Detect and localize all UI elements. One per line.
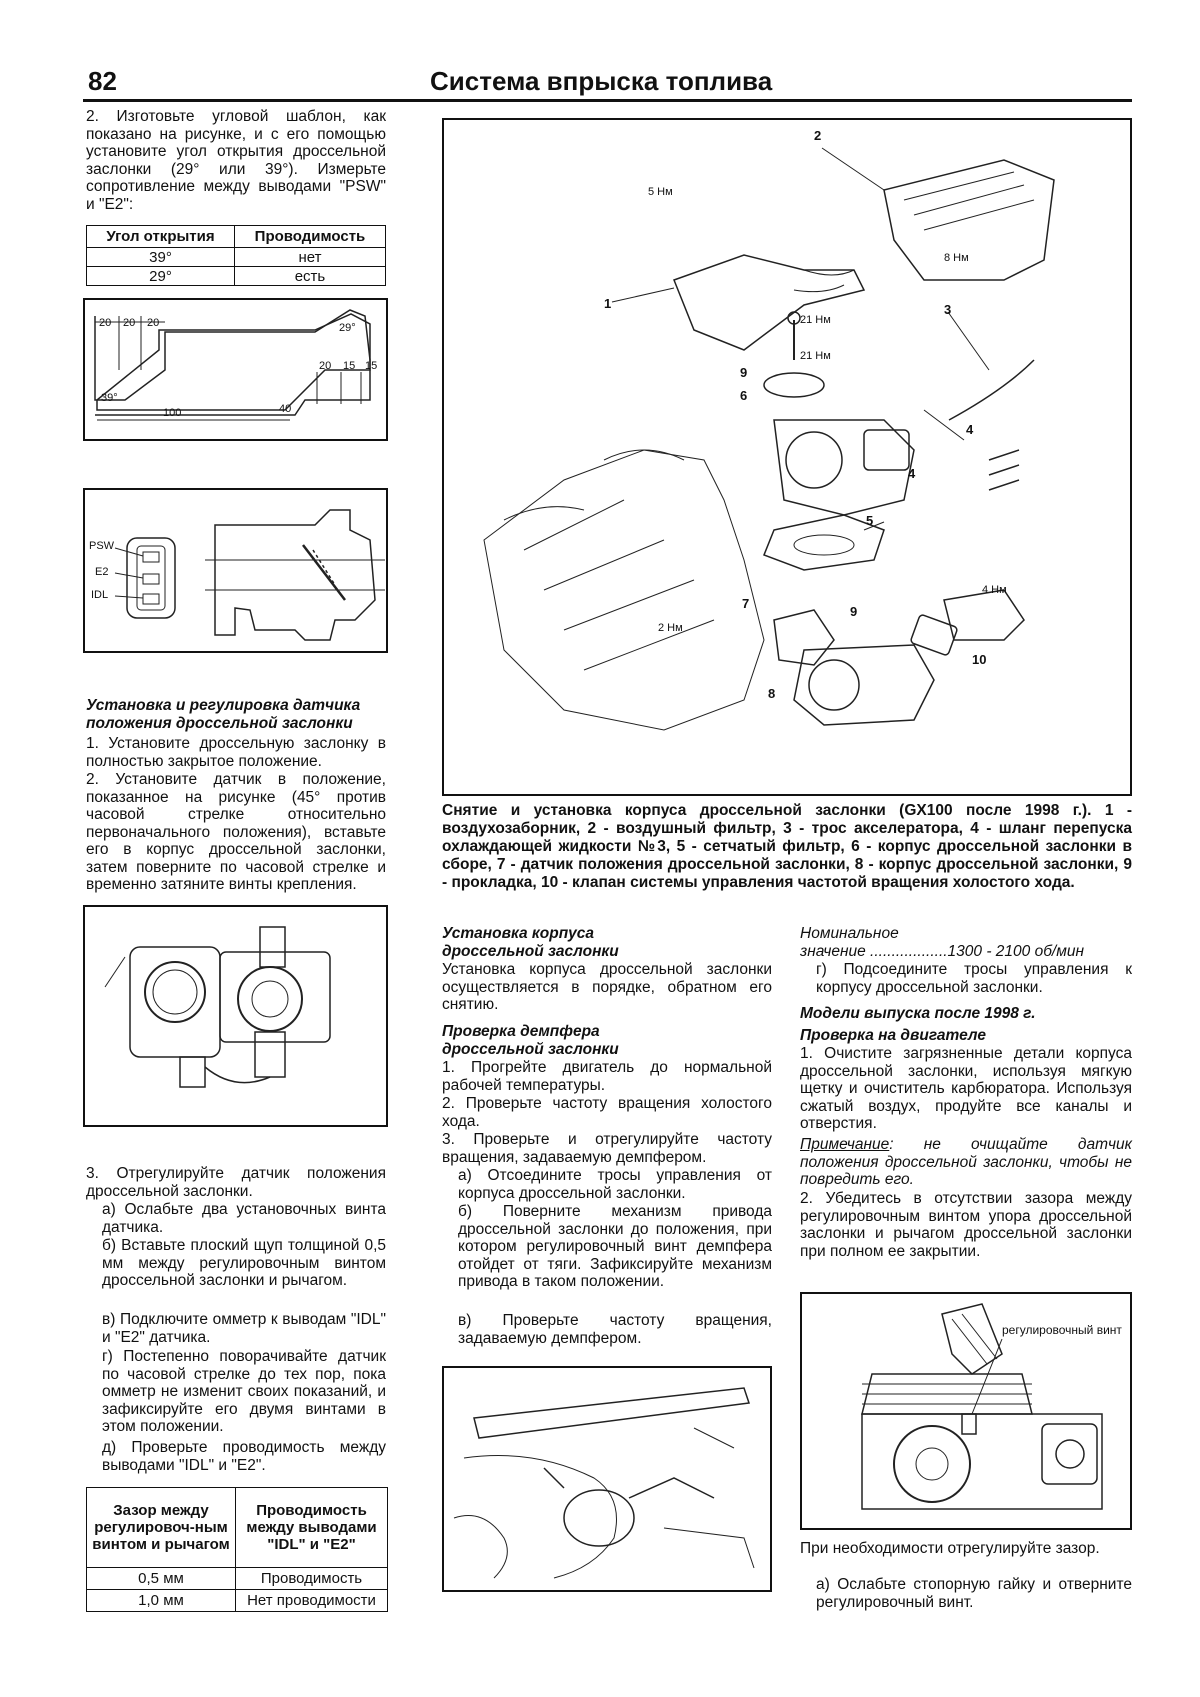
connector-label-psw: PSW (89, 540, 115, 552)
table1-cell: есть (233, 266, 387, 286)
table2-cell: 1,0 мм (86, 1589, 236, 1612)
part-label-9b: 9 (850, 604, 858, 619)
step2-text: 2. Изготовьте угловой шаблон, как показа… (86, 108, 386, 213)
nominal-value: значение ..................1300 - 2100 о… (800, 943, 1085, 960)
page-number: 82 (88, 66, 117, 96)
step3-item-c: в) Подключите омметр к выводам "IDL" и "… (102, 1311, 386, 1346)
gap-conductivity-table: Зазор между регулировоч-ным винтом и рыч… (86, 1487, 388, 1612)
table2-cell: Проводимость (235, 1567, 388, 1590)
engine-note: Примечание: не очищайте датчик положения… (800, 1136, 1132, 1189)
heading-install-body: Установка корпуса дроссельной заслонки (442, 925, 619, 960)
adjusting-screw-label: регулировочный винт (1002, 1323, 1122, 1337)
torque-label: 5 Нм (648, 186, 673, 198)
page-title: Система впрыска топлива (430, 66, 773, 96)
damper-step-1: 1. Прогрейте двигатель до нормальной раб… (442, 1059, 772, 1094)
engine-step-2: 2. Убедитесь в отсутствии зазора между р… (800, 1190, 1132, 1260)
section-heading-sensor: Установка и регулировка датчика положени… (86, 697, 361, 732)
note-label: Примечание (800, 1136, 890, 1153)
part-label-4a: 4 (966, 422, 974, 437)
step3-text: 3. Отрегулируйте датчик положения дроссе… (86, 1165, 386, 1200)
angle-template-figure: 20 20 20 29° 20 15 15 39° 100 40 (83, 298, 388, 441)
table1-cell: 29° (86, 266, 235, 286)
part-label-6: 6 (740, 388, 748, 403)
install-step-1: 1. Установите дроссельную заслонку в пол… (86, 735, 386, 770)
heading-models-1998: Модели выпуска после 1998 г. (800, 1005, 1036, 1022)
part-label-4b: 4 (908, 466, 916, 481)
install-body-text: Установка корпуса дроссельной заслонки о… (442, 961, 772, 1013)
damper-figure (442, 1366, 772, 1592)
part-label-2: 2 (814, 128, 822, 143)
dim-label: 20 (319, 360, 332, 372)
table2-header-gap: Зазор между регулировоч-ным винтом и рыч… (86, 1487, 236, 1568)
table1-header-conductivity: Проводимость (233, 225, 387, 248)
adjust-item-a: а) Ослабьте стопорную гайку и отверните … (816, 1576, 1132, 1611)
throttle-body-exploded-figure: 1 2 3 4 4 5 6 7 8 9 9 10 5 Нм 8 Нм 21 Нм… (442, 118, 1132, 796)
dim-label: 100 (163, 407, 182, 419)
damper-item-c: в) Проверьте частоту вращения, задаваему… (458, 1312, 772, 1347)
table1-header-angle: Угол открытия (86, 225, 235, 248)
torque-label: 21 Нм (800, 314, 831, 326)
part-label-8: 8 (768, 686, 776, 701)
torque-label: 21 Нм (800, 350, 831, 362)
torque-label: 2 Нм (658, 622, 683, 634)
dim-label: 20 (99, 317, 112, 329)
table2-header-conductivity: Проводимость между выводами "IDL" и "E2" (235, 1487, 388, 1568)
dim-label: 40 (279, 403, 292, 415)
torque-label: 4 Нм (982, 584, 1007, 596)
engine-step-1: 1. Очистите загрязненные детали корпуса … (800, 1045, 1132, 1132)
part-label-3: 3 (944, 302, 952, 317)
damper-step-2: 2. Проверьте частоту вращения холостого … (442, 1095, 772, 1130)
note-text: : не очищайте датчик положения дроссельн… (800, 1136, 1132, 1188)
adjusting-screw-figure: регулировочный винт (800, 1292, 1132, 1530)
part-label-10: 10 (972, 652, 987, 667)
dim-label: 39° (101, 392, 118, 404)
table2-cell: Нет проводимости (235, 1589, 388, 1612)
step3-item-d: г) Постепенно поворачивайте датчик по ча… (102, 1348, 386, 1435)
torque-label: 8 Нм (944, 252, 969, 264)
dim-label: 20 (147, 317, 160, 329)
step3-item-b: б) Вставьте плоский щуп толщиной 0,5 мм … (102, 1237, 386, 1289)
heading-damper: Проверка демпфера дроссельной заслонки (442, 1023, 619, 1058)
table1-cell: 39° (86, 247, 235, 267)
connector-label-e2: E2 (95, 566, 109, 578)
angle-conductivity-table: Угол открытия Проводимость 39° нет 29° е… (86, 225, 387, 286)
dim-label: 15 (365, 360, 378, 372)
part-label-7: 7 (742, 596, 750, 611)
dim-label: 15 (343, 360, 356, 372)
step3-item-e: д) Проверьте проводимость между выводами… (102, 1439, 386, 1474)
header-rule (83, 99, 1132, 102)
item-g-text: г) Подсоедините тросы управления к корпу… (816, 961, 1132, 996)
nominal-label: Номинальное (800, 925, 899, 942)
part-label-5: 5 (866, 513, 874, 528)
main-figure-caption: Снятие и установка корпуса дроссельной з… (442, 802, 1132, 891)
adjust-text: При необходимости отрегулируйте зазор. (800, 1540, 1100, 1557)
part-label-9a: 9 (740, 365, 748, 380)
damper-item-a: а) Отсоедините тросы управления от корпу… (458, 1167, 772, 1202)
damper-step-3: 3. Проверьте и отрегулируйте частоту вра… (442, 1131, 772, 1166)
dim-label: 20 (123, 317, 136, 329)
sensor-connector-figure: PSW E2 IDL (83, 488, 388, 653)
table1-cell: нет (233, 247, 387, 267)
install-step-2: 2. Установите датчик в положение, показа… (86, 771, 386, 893)
connector-label-idl: IDL (91, 589, 109, 601)
damper-item-b: б) Поверните механизм привода дроссельно… (458, 1203, 772, 1290)
throttle-sensor-figure (83, 905, 388, 1127)
table2-cell: 0,5 мм (86, 1567, 236, 1590)
dim-label: 29° (339, 322, 356, 334)
step3-item-a: а) Ослабьте два установочных винта датчи… (102, 1201, 386, 1236)
heading-engine-check: Проверка на двигателе (800, 1027, 986, 1044)
part-label-1: 1 (604, 296, 612, 311)
